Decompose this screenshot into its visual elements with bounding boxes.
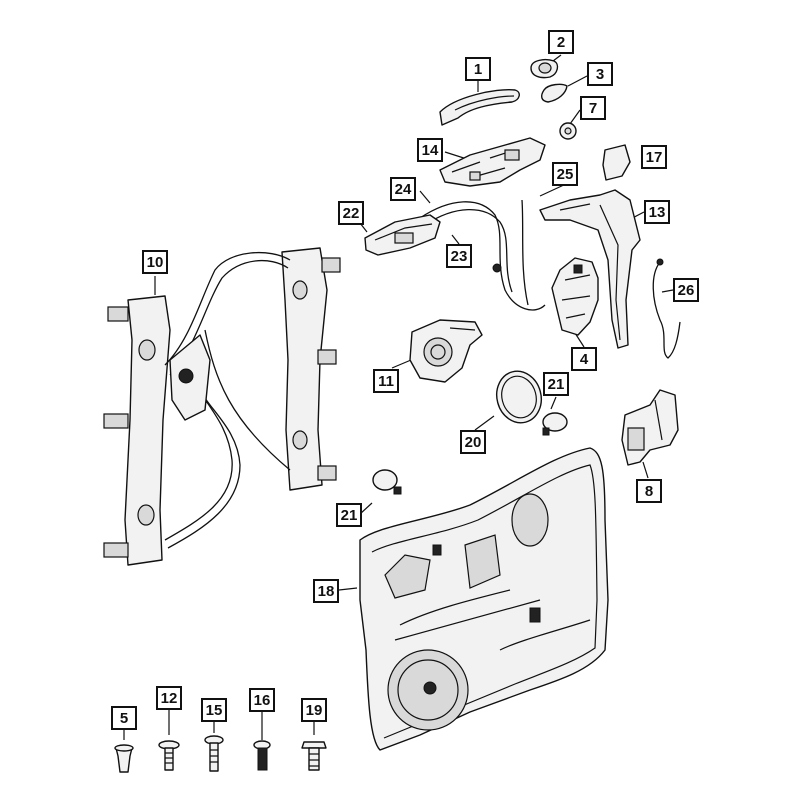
callout-5: 5 (111, 706, 137, 730)
grommet (559, 122, 577, 140)
door-check-bracket (621, 389, 679, 466)
remote-cable (652, 258, 681, 359)
glass-run-channel-bracket (539, 189, 641, 349)
callout-22: 22 (338, 201, 364, 225)
handle-bezel (540, 83, 568, 103)
callout-11: 11 (373, 369, 399, 393)
fastener-12 (158, 740, 180, 771)
callout-24: 24 (390, 177, 416, 201)
fastener-15 (204, 735, 224, 772)
callout-15: 15 (201, 698, 227, 722)
handle-reinforcement-bracket (439, 137, 546, 187)
callout-4: 4 (571, 347, 597, 371)
callout-1: 1 (465, 57, 491, 81)
callout-8: 8 (636, 479, 662, 503)
callout-14: 14 (417, 138, 443, 162)
door-latch (551, 257, 599, 336)
fastener-16 (253, 740, 271, 771)
actuator-rod (521, 199, 529, 306)
callout-25: 25 (552, 162, 578, 186)
exterior-door-handle (439, 89, 520, 126)
callout-13: 13 (644, 200, 670, 224)
retainer-upper (542, 412, 568, 436)
retainer-lower (372, 469, 402, 495)
speaker-seal (496, 370, 542, 424)
callout-20: 20 (460, 430, 486, 454)
interior-handle-cables (419, 201, 546, 311)
fastener-5 (114, 744, 134, 773)
callout-26: 26 (673, 278, 699, 302)
callout-21-upper: 21 (543, 372, 569, 396)
callout-16: 16 (249, 688, 275, 712)
callout-12: 12 (156, 686, 182, 710)
callout-19: 19 (301, 698, 327, 722)
interior-door-handle (364, 214, 441, 256)
fastener-19 (301, 741, 327, 771)
callout-18: 18 (313, 579, 339, 603)
callout-7: 7 (580, 96, 606, 120)
callout-2: 2 (548, 30, 574, 54)
callout-3: 3 (587, 62, 613, 86)
callout-23: 23 (446, 244, 472, 268)
door-inner-panel (359, 447, 609, 751)
callout-10: 10 (142, 250, 168, 274)
window-regulator-motor (409, 319, 483, 383)
callout-21-lower: 21 (336, 503, 362, 527)
callout-17: 17 (641, 145, 667, 169)
window-regulator (103, 247, 341, 566)
handle-end-cap (530, 59, 559, 79)
latch-cover (602, 144, 631, 181)
